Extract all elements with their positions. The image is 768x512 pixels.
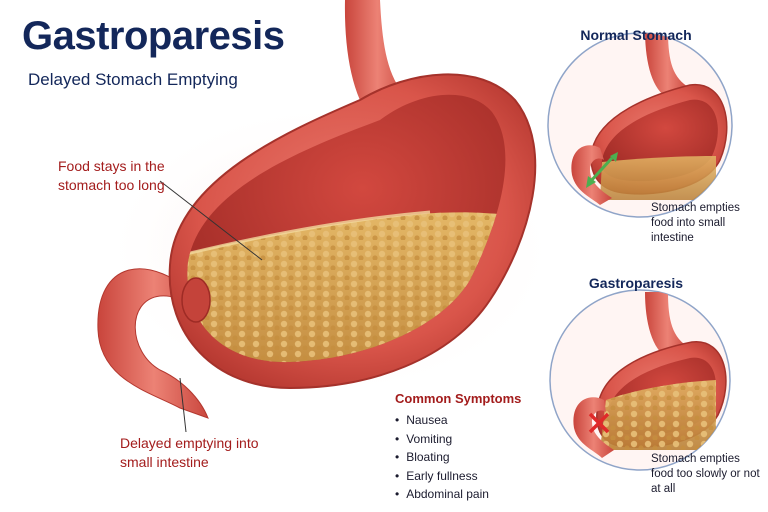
food-contents — [187, 210, 506, 363]
gastroparesis-panel — [549, 289, 731, 471]
leader-line-food — [159, 180, 263, 261]
normal-stomach-note: Stomach empties food into small intestin… — [651, 202, 740, 244]
normal-stomach-title: Normal Stomach — [580, 27, 692, 43]
symptom-item: Abdominal pain — [395, 485, 565, 504]
symptoms-box: Common Symptoms Nausea Vomiting Bloating… — [395, 391, 565, 504]
gastroparesis-title: Gastroparesis — [588, 275, 684, 291]
pylorus — [181, 277, 211, 323]
symptoms-list: Nausea Vomiting Bloating Early fullness … — [395, 411, 565, 504]
callout-food-stays: Food stays in the stomach too long — [58, 158, 165, 193]
symptom-item: Early fullness — [395, 467, 565, 486]
duodenum — [97, 268, 211, 419]
symptoms-title: Common Symptoms — [395, 391, 522, 406]
leader-line-delay — [179, 377, 187, 433]
page-title: Gastroparesis — [22, 14, 285, 58]
symptom-item: Vomiting — [395, 430, 565, 449]
arrow-icon — [588, 156, 614, 184]
callout-delayed-emptying: Delayed emptying into small intestine — [120, 435, 259, 470]
page-subtitle: Delayed Stomach Emptying — [28, 70, 238, 89]
symptom-item: Bloating — [395, 448, 565, 467]
gastroparesis-note: Stomach empties food too slowly or not a… — [651, 453, 760, 495]
symptom-item: Nausea — [395, 411, 565, 430]
main-stomach — [97, 0, 560, 419]
blocked-x-icon — [588, 412, 610, 434]
normal-stomach-panel — [547, 32, 733, 218]
